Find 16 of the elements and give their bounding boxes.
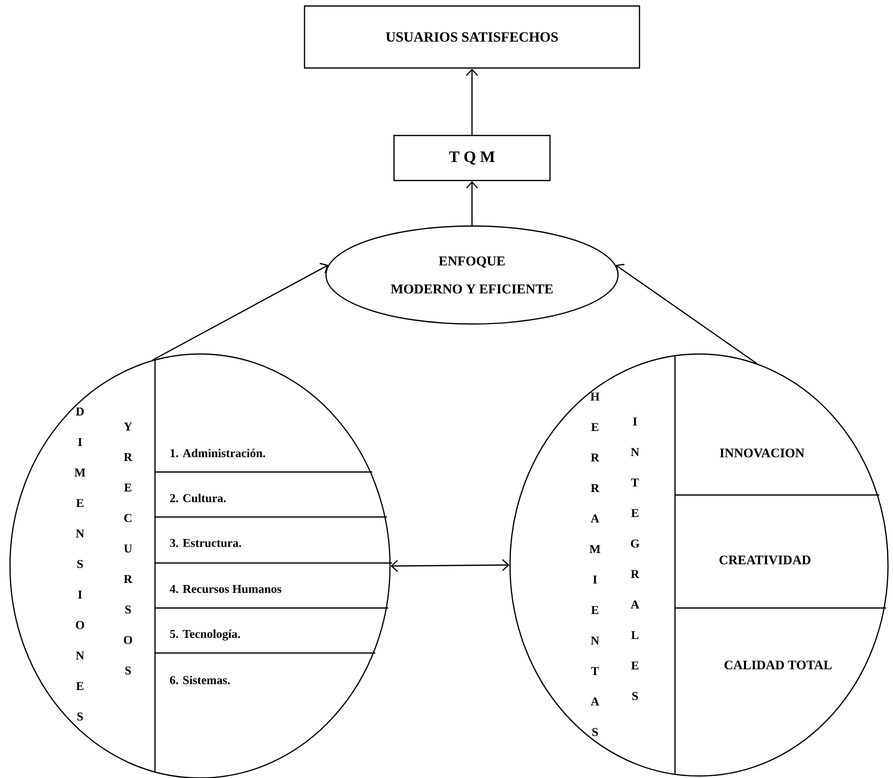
list-item: 4. Recursos Humanos xyxy=(170,584,282,594)
list-item: 5. Tecnología. xyxy=(170,630,240,640)
list-item: 3. Estructura. xyxy=(170,538,242,548)
list-item: 2. Cultura. xyxy=(170,494,226,502)
arrow xyxy=(466,68,478,135)
text-box: T Q M xyxy=(393,134,551,182)
arrow xyxy=(616,264,758,364)
list-item: 6. Sistemas. xyxy=(170,676,230,684)
text-box: USUARIOS SATISFECHOS xyxy=(304,5,640,69)
list-item: CREATIVIDAD xyxy=(720,556,810,564)
list-item: INNOVACION xyxy=(720,448,804,458)
arrow xyxy=(152,262,328,361)
arrow xyxy=(390,559,510,572)
list-item: CALIDAD TOTAL xyxy=(724,660,832,670)
list-item: 1. Administración. xyxy=(170,448,266,458)
arrow xyxy=(466,181,478,226)
